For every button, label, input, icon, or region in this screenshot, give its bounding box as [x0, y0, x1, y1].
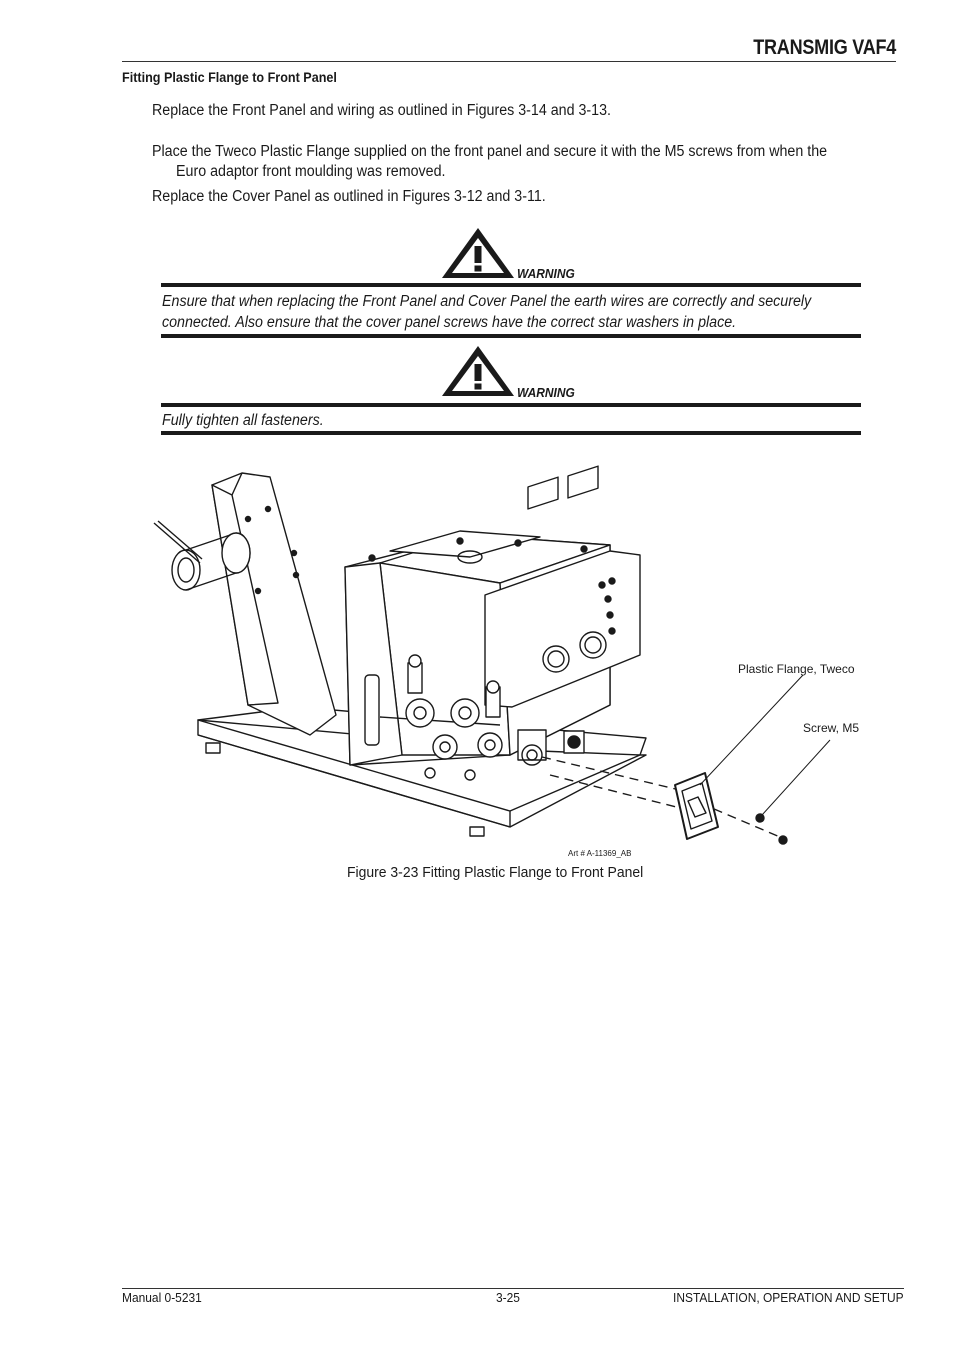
warning-text-line2: connected. Also ensure that the cover pa…	[162, 314, 737, 331]
footer-manual-number: Manual 0-5231	[122, 1290, 202, 1305]
warning-label: WARNING	[517, 266, 575, 281]
paragraph-replace-front-panel: Replace the Front Panel and wiring as ou…	[152, 102, 611, 119]
spool-hub	[153, 520, 251, 591]
warning-top-bar	[161, 283, 861, 287]
plastic-flange	[674, 772, 719, 840]
header-rule	[122, 61, 896, 62]
paragraph-place-flange-line1: Place the Tweco Plastic Flange supplied …	[152, 143, 828, 160]
footer-section-title: INSTALLATION, OPERATION AND SETUP	[673, 1290, 904, 1305]
callout-screw: Screw, M5	[803, 721, 860, 735]
section-heading: Fitting Plastic Flange to Front Panel	[122, 69, 337, 85]
warning-bottom-bar	[161, 334, 861, 338]
wire-feeder-illustration	[153, 465, 831, 845]
spool-bracket	[211, 472, 337, 736]
callout-plastic-flange: Plastic Flange, Tweco	[738, 662, 855, 676]
warning-triangle-icon	[442, 228, 514, 278]
warning-text-line1: Fully tighten all fasteners.	[162, 412, 324, 429]
footer-page-number: 3-25	[496, 1290, 520, 1305]
warning-triangle-icon	[442, 346, 514, 396]
front-control-panel	[484, 465, 641, 708]
top-cover	[368, 530, 588, 564]
paragraph-replace-cover-panel: Replace the Cover Panel as outlined in F…	[152, 188, 546, 205]
warning-bottom-bar	[161, 431, 861, 435]
figure-caption: Figure 3-23 Fitting Plastic Flange to Fr…	[347, 864, 644, 881]
warning-text-line1: Ensure that when replacing the Front Pan…	[162, 293, 812, 310]
paragraph-place-flange-line2: Euro adaptor front moulding was removed.	[176, 163, 446, 180]
warning-label: WARNING	[517, 385, 575, 400]
art-number: Art # A-11369_AB	[568, 849, 632, 858]
warning-top-bar	[161, 403, 861, 407]
drive-roll-assembly	[405, 654, 503, 781]
fitting-guide-lines	[541, 756, 781, 838]
screw-m5	[755, 813, 788, 845]
euro-connector-opening	[517, 729, 585, 766]
footer-rule	[122, 1288, 904, 1289]
document-title: TRANSMIG VAF4	[753, 36, 896, 59]
